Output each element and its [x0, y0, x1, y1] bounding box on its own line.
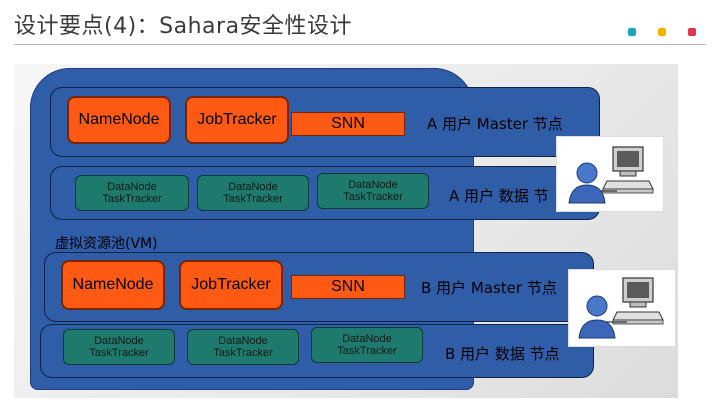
a-data-label: A 用户 数据 节 [449, 187, 549, 205]
a-jobtracker-box: JobTracker [185, 96, 289, 144]
row-a-data: DataNode TaskTracker DataNode TaskTracke… [50, 166, 600, 220]
decor-dots [628, 28, 696, 36]
b-master-label: B 用户 Master 节点 [421, 279, 557, 297]
decor-dot-cyan [628, 28, 636, 36]
user-computer-icon [568, 146, 654, 204]
b-snn-box: SNN [291, 275, 405, 299]
b-jobtracker-box: JobTracker [179, 260, 283, 310]
a-data-node-3-line1: DataNode [348, 179, 398, 191]
a-data-node-1-line2: TaskTracker [102, 193, 162, 205]
b-data-node-2-line2: TaskTracker [213, 347, 273, 359]
user-b-card [569, 270, 675, 346]
b-data-node-3-line2: TaskTracker [337, 345, 397, 357]
b-data-node-3: DataNode TaskTracker [311, 327, 423, 363]
a-data-node-1-line1: DataNode [107, 181, 157, 193]
a-data-node-1: DataNode TaskTracker [75, 175, 189, 211]
b-data-node-1: DataNode TaskTracker [63, 329, 175, 365]
title-rule [14, 44, 706, 45]
decor-dot-yellow [658, 28, 666, 36]
a-data-node-2-line2: TaskTracker [223, 193, 283, 205]
b-data-node-2: DataNode TaskTracker [187, 329, 299, 365]
user-a-card [557, 137, 663, 211]
row-a-master: NameNode JobTracker SNN A 用户 Master 节点 [50, 87, 600, 157]
a-data-node-2-line1: DataNode [228, 181, 278, 193]
row-b-master: NameNode JobTracker SNN B 用户 Master 节点 [44, 252, 594, 322]
b-data-label: B 用户 数据 节点 [445, 345, 560, 363]
b-data-node-1-line2: TaskTracker [89, 347, 149, 359]
row-b-data: DataNode TaskTracker DataNode TaskTracke… [40, 324, 594, 378]
a-data-node-3-line2: TaskTracker [343, 191, 403, 203]
user-computer-icon [578, 277, 664, 339]
b-namenode-box: NameNode [61, 260, 165, 310]
a-namenode-box: NameNode [67, 96, 171, 144]
decor-dot-red [688, 28, 696, 36]
a-data-node-3: DataNode TaskTracker [317, 173, 429, 209]
b-data-node-1-line1: DataNode [94, 335, 144, 347]
a-master-label: A 用户 Master 节点 [427, 115, 563, 133]
b-data-node-2-line1: DataNode [218, 335, 268, 347]
b-data-node-3-line1: DataNode [342, 333, 392, 345]
a-data-node-2: DataNode TaskTracker [197, 175, 309, 211]
pool-label: 虚拟资源池(VM) [55, 236, 158, 252]
a-snn-box: SNN [291, 112, 405, 136]
slide-title: 设计要点(4)：Sahara安全性设计 [14, 14, 353, 39]
